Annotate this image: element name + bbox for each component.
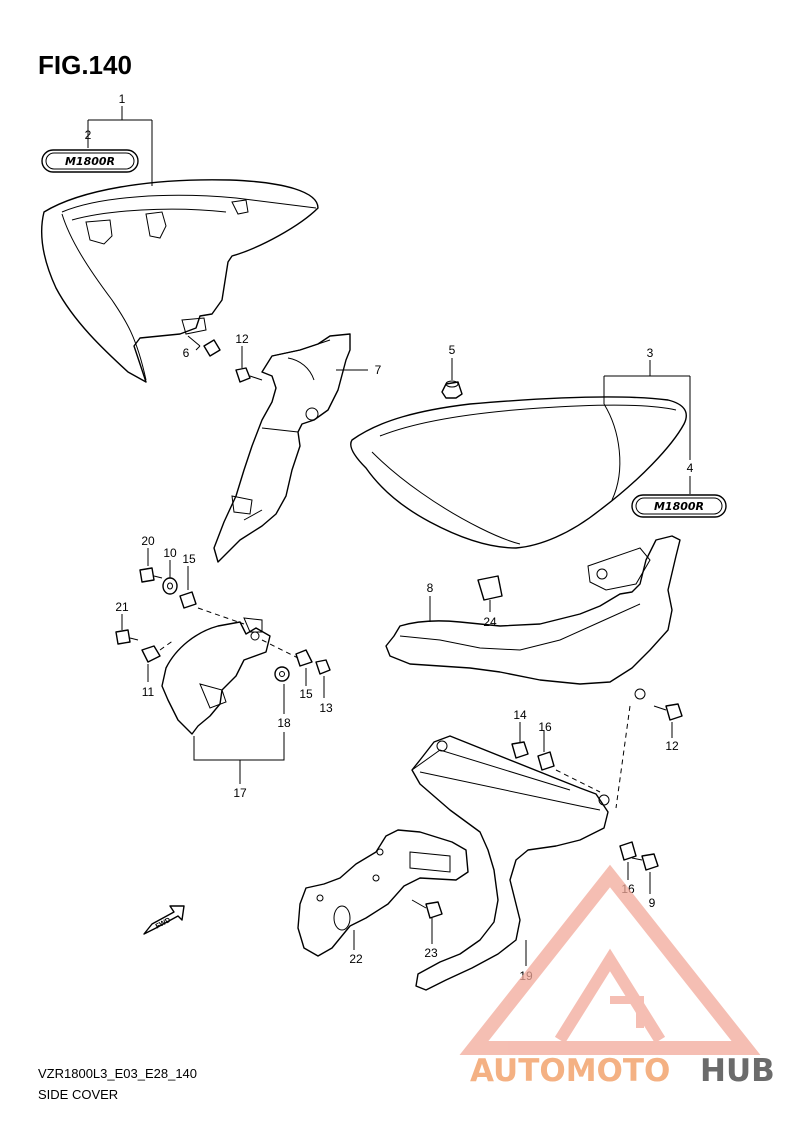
callout-12-right: 12 xyxy=(665,739,679,753)
right-side-cover xyxy=(350,396,687,549)
callout-15-left: 15 xyxy=(182,552,196,566)
automotohub-watermark-logo xyxy=(459,864,761,1055)
callout-22: 22 xyxy=(349,952,363,966)
figure-title: FIG.140 xyxy=(38,50,132,80)
automotohub-wordmark: AUTOMOTO HUB xyxy=(470,1053,775,1089)
callout-16-upper: 16 xyxy=(538,720,552,734)
left-bracket xyxy=(213,333,351,563)
callout-15-right: 15 xyxy=(299,687,313,701)
grommet-5 xyxy=(441,380,463,399)
callout-1: 1 xyxy=(119,92,126,106)
fwd-label: FWD xyxy=(155,917,172,931)
callout-6: 6 xyxy=(183,346,190,360)
callout-3: 3 xyxy=(647,346,654,360)
callout-21: 21 xyxy=(115,600,129,614)
lower-frame-cover xyxy=(411,735,610,991)
wordmark-hub: HUB xyxy=(700,1053,775,1089)
emblem-m1800r-right: M1800R xyxy=(631,494,727,518)
callout-9: 9 xyxy=(649,896,656,910)
left-side-cover xyxy=(41,179,319,383)
section-name: SIDE COVER xyxy=(38,1087,118,1102)
wordmark-automoto: AUTOMOTO xyxy=(470,1053,670,1089)
emblem-right-text: M1800R xyxy=(654,500,704,513)
callout-23: 23 xyxy=(424,946,438,960)
cushion-pad-24 xyxy=(477,575,503,601)
callout-8: 8 xyxy=(427,581,434,595)
callout-18: 18 xyxy=(277,716,291,730)
callout-13: 13 xyxy=(319,701,333,715)
fwd-direction-arrow: FWD xyxy=(143,905,185,935)
callout-10: 10 xyxy=(163,546,177,560)
assembly-dashed-lines xyxy=(159,607,631,809)
callout-11: 11 xyxy=(142,685,155,699)
hardware-screws-washers xyxy=(115,335,683,919)
emblem-left-text: M1800R xyxy=(65,155,115,168)
callout-14: 14 xyxy=(513,708,527,722)
callout-4: 4 xyxy=(687,461,694,475)
callout-24: 24 xyxy=(483,615,497,629)
callout-2: 2 xyxy=(85,128,92,142)
stay-plate-22 xyxy=(297,829,469,957)
emblem-m1800r-left: M1800R xyxy=(41,149,139,173)
callout-7: 7 xyxy=(375,363,382,377)
callout-17: 17 xyxy=(233,786,247,800)
callout-12-upper: 12 xyxy=(235,332,249,346)
callout-leader-lines xyxy=(87,106,691,966)
callout-20: 20 xyxy=(141,534,155,548)
callout-5: 5 xyxy=(449,343,456,357)
left-lower-cover xyxy=(161,617,271,735)
model-code: VZR1800L3_E03_E28_140 xyxy=(38,1066,197,1081)
right-bracket-cover xyxy=(385,535,681,700)
